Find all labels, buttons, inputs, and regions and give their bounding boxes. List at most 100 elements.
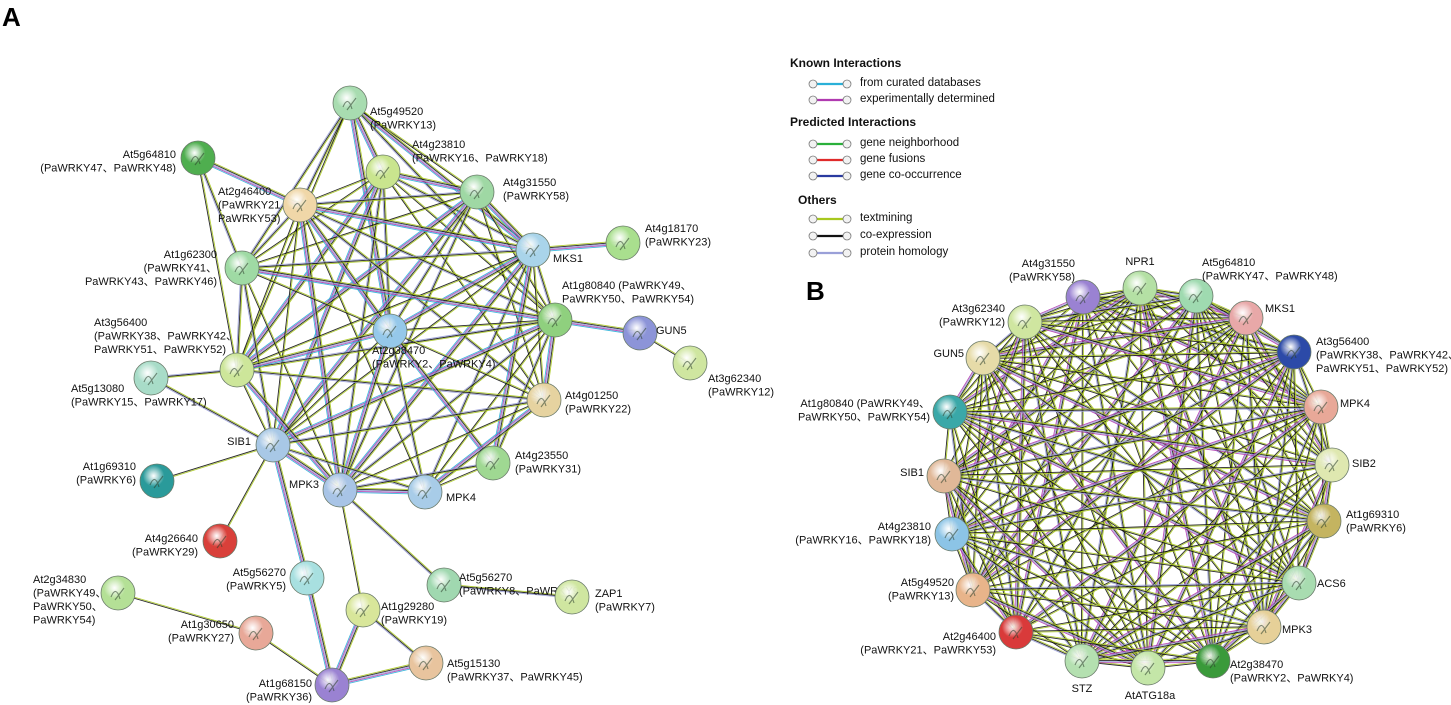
protein-structure-icon	[1256, 621, 1271, 635]
node-label: (PaWRKY47、PaWRKY48)	[40, 163, 176, 175]
edge-at2g38470-at4g23550	[387, 329, 496, 465]
node-label: At1g80840 (PaWRKY49、	[800, 398, 930, 410]
a-node-at5g15130[interactable]: At5g15130(PaWRKY37、PaWRKY45)	[408, 645, 583, 684]
panel-a-letter: A	[2, 2, 21, 32]
edge-sib2-stz	[1081, 464, 1333, 662]
legend-textmining-symbol	[808, 214, 852, 224]
edge-at1g80840-sib1	[271, 317, 557, 448]
edge-sib1-at5g56270a	[270, 444, 310, 579]
edge-at4g31550-at2g46400	[299, 190, 478, 207]
a-node-at4g26640[interactable]: At4g26640(PaWRKY29)	[132, 523, 238, 559]
edge-mpk4-at2g46400	[1014, 405, 1323, 634]
a-node-mpk3[interactable]: MPK3	[289, 472, 358, 508]
protein-structure-icon	[1008, 626, 1023, 640]
a-node-at1g62300[interactable]: At1g62300(PaWRKY41、PaWRKY43、PaWRKY46)	[85, 249, 260, 288]
b-node-stz[interactable]: STZ	[1064, 643, 1100, 695]
edge-sib1-at4g26640	[219, 444, 274, 542]
a-node-at5g49520[interactable]: At5g49520(PaWRKY13)	[332, 85, 436, 132]
protein-structure-icon	[1286, 346, 1301, 360]
node-label: At5g56270	[233, 567, 286, 579]
a-node-at1g80840[interactable]: At1g80840 (PaWRKY49、PaWRKY50、PaWRKY54)	[537, 280, 694, 338]
b-node-atatg18a[interactable]: AtATG18a	[1125, 650, 1176, 702]
protein-structure-icon	[110, 587, 125, 601]
legend-node-icon	[808, 214, 818, 224]
b-node-at1g80840[interactable]: At1g80840 (PaWRKY49、PaWRKY50、PaWRKY54)	[798, 394, 968, 430]
b-node-mks1[interactable]: MKS1	[1228, 300, 1295, 336]
node-label: At4g23810	[878, 521, 931, 533]
a-node-at5g56270a[interactable]: At5g56270(PaWRKY5)	[226, 560, 325, 596]
b-node-at5g49520[interactable]: At5g49520(PaWRKY13)	[888, 572, 991, 608]
b-node-sib2[interactable]: SIB2	[1314, 447, 1376, 483]
b-node-sib1[interactable]: SIB1	[900, 458, 962, 494]
edge-at4g01250-mpk3	[339, 399, 545, 491]
a-node-at4g18170[interactable]: At4g18170(PaWRKY23)	[605, 223, 711, 261]
node-label: (PaWRKY15、PaWRKY17)	[71, 397, 207, 409]
a-node-zap1[interactable]: ZAP1(PaWRKY7)	[554, 579, 655, 615]
a-node-at4g23550[interactable]: At4g23550(PaWRKY31)	[475, 445, 581, 481]
edge-at2g34830-at1g30650	[117, 592, 257, 634]
node-label: MPK4	[1340, 398, 1370, 410]
legend-node-icon	[808, 248, 818, 258]
a-node-gun5[interactable]: GUN5	[622, 315, 687, 351]
node-label: At5g49520	[370, 106, 423, 118]
b-node-at1g69310[interactable]: At1g69310(PaWRKY6)	[1306, 503, 1406, 539]
a-node-sib1[interactable]: SIB1	[227, 427, 291, 463]
a-node-at4g23810[interactable]: At4g23810(PaWRKY16、PaWRKY18)	[365, 139, 548, 190]
a-node-at4g01250[interactable]: At4g01250(PaWRKY22)	[526, 382, 631, 418]
b-node-mpk3[interactable]: MPK3	[1246, 609, 1312, 645]
edge-gun5-at2g46400	[981, 357, 1018, 633]
b-node-at5g64810[interactable]: At5g64810(PaWRKY47、PaWRKY48)	[1178, 257, 1338, 314]
node-label: (PaWRKY49、	[33, 588, 106, 600]
a-node-mks1[interactable]: MKS1	[515, 232, 583, 268]
b-node-mpk4[interactable]: MPK4	[1303, 389, 1370, 425]
a-node-at4g31550[interactable]: At4g31550(PaWRKY58)	[459, 174, 569, 210]
b-node-at3g56400[interactable]: At3g56400(PaWRKY38、PaWRKY42、PaWRKY51、PaW…	[1276, 334, 1451, 375]
legend-node-icon	[808, 231, 818, 241]
a-node-at5g56270b[interactable]: At5g56270(PaWRKY8、PaWRKY9)	[426, 567, 582, 603]
a-node-at1g69310[interactable]: At1g69310(PaWRKY6)	[76, 461, 175, 499]
b-node-acs6[interactable]: ACS6	[1281, 565, 1346, 601]
protein-structure-icon	[375, 166, 390, 180]
legend-node-icon	[842, 155, 852, 165]
b-node-npr1[interactable]: NPR1	[1122, 256, 1158, 306]
legend-node-icon	[842, 79, 852, 89]
node-label: AtATG18a	[1125, 690, 1176, 702]
node-label: At2g34830	[33, 574, 86, 586]
node-label: (PaWRKY12)	[939, 317, 1005, 329]
node-label: (PaWRKY21	[218, 200, 280, 212]
edge-mks1-at1g62300	[241, 248, 534, 270]
protein-structure-icon	[382, 325, 397, 339]
a-node-at5g13080[interactable]: At5g13080(PaWRKY15、PaWRKY17)	[71, 360, 207, 409]
a-node-at1g68150[interactable]: At1g68150(PaWRKY36)	[246, 667, 350, 704]
a-node-at2g34830[interactable]: At2g34830(PaWRKY49、PaWRKY50、PaWRKY54)	[33, 574, 136, 627]
a-node-mpk4[interactable]: MPK4	[407, 474, 476, 510]
nodes-b: At4g31550(PaWRKY58) NPR1 At5g64810(PaWRKY4…	[795, 256, 1451, 702]
b-node-at2g46400[interactable]: At2g46400(PaWRKY21、PaWRKY53)	[860, 614, 1034, 657]
edge-at1g62300-at2g38470	[241, 267, 391, 332]
a-node-at1g29280[interactable]: At1g29280(PaWRKY19)	[345, 592, 447, 628]
legend-label: co-expression	[860, 229, 932, 241]
b-node-at4g31550[interactable]: At4g31550(PaWRKY58)	[1009, 258, 1101, 315]
node-label: (PaWRKY7)	[595, 602, 655, 614]
legend-known-title: Known Interactions	[790, 56, 902, 70]
node-label: (PaWRKY19)	[381, 615, 447, 627]
node-label: MPK3	[289, 479, 319, 491]
a-node-at3g56400[interactable]: At3g56400(PaWRKY38、PaWRKY42、PaWRKY51、PaW…	[94, 317, 255, 388]
b-node-gun5[interactable]: GUN5	[933, 340, 1001, 376]
edge-at3g56400-mpk3	[234, 368, 343, 492]
protein-structure-icon	[417, 486, 432, 500]
protein-structure-icon	[418, 657, 433, 671]
b-node-at2g38470[interactable]: At2g38470(PaWRKY2、PaWRKY4)	[1195, 643, 1353, 685]
b-node-at3g62340[interactable]: At3g62340(PaWRKY12)	[939, 303, 1043, 340]
legend-label: protein homology	[860, 246, 949, 258]
a-node-at5g64810[interactable]: At5g64810(PaWRKY47、PaWRKY48)	[40, 140, 216, 176]
b-node-at4g23810[interactable]: At4g23810(PaWRKY16、PaWRKY18)	[795, 516, 970, 552]
node-label: At1g69310	[83, 461, 136, 473]
edge-at3g62340-mpk4	[1024, 319, 1322, 410]
a-node-at3g62340[interactable]: At3g62340(PaWRKY12)	[672, 345, 774, 399]
node-label: (PaWRKY38、PaWRKY42、	[94, 331, 237, 343]
a-node-at2g38470[interactable]: At2g38470(PaWRKY2、PaWRKY4)	[372, 313, 495, 371]
node-label: SIB1	[900, 467, 924, 479]
a-node-at1g30650[interactable]: At1g30650(PaWRKY27)	[168, 615, 274, 651]
